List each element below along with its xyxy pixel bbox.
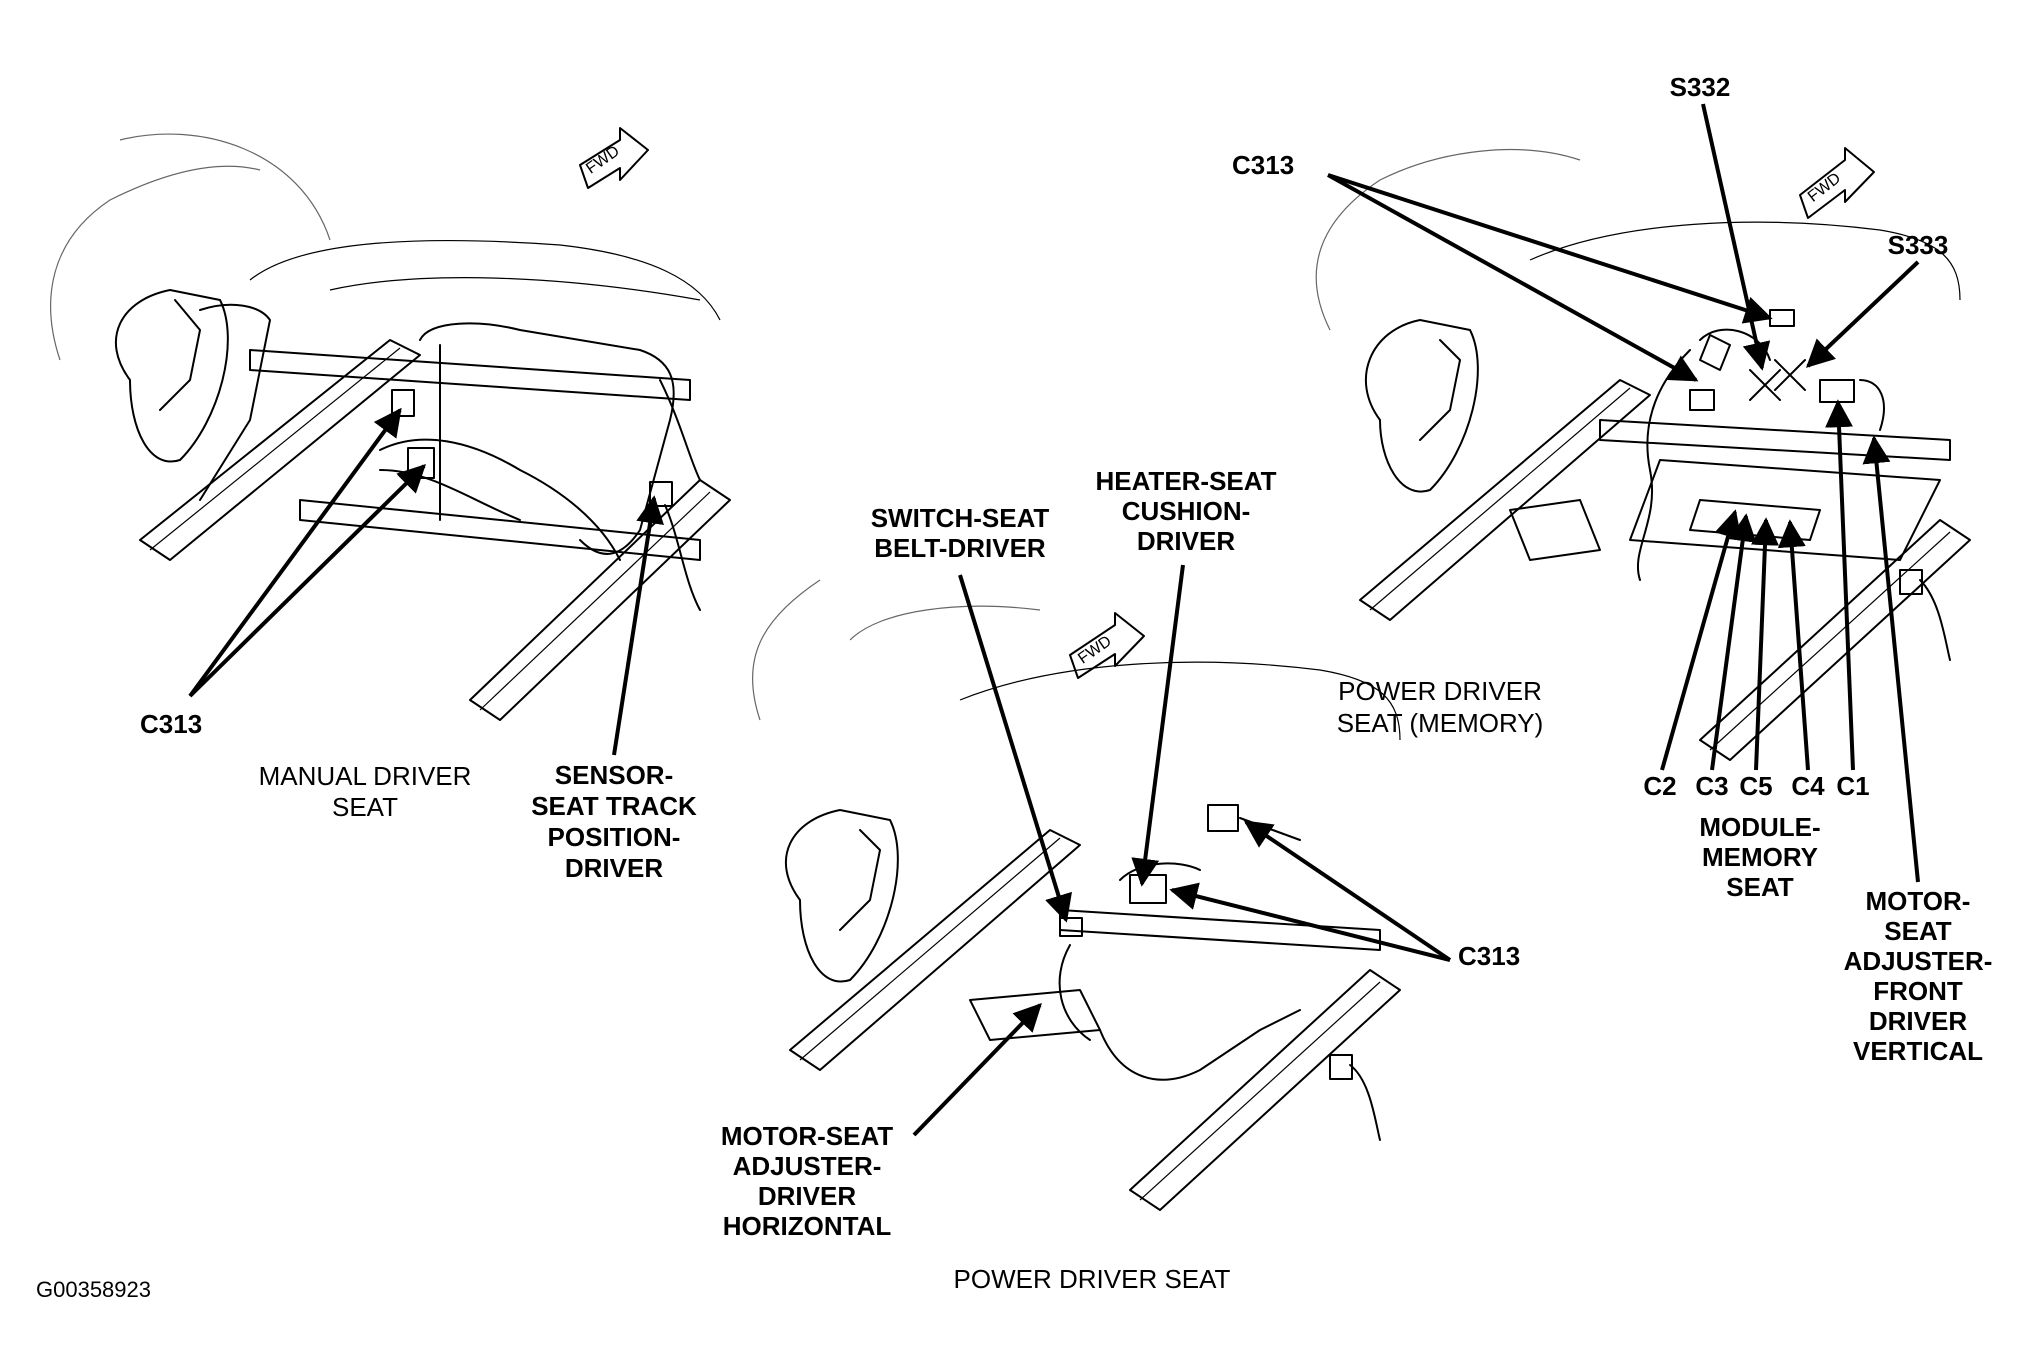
connector-c2-label: C2 bbox=[1643, 771, 1676, 801]
manual-seat-illustration: FWD bbox=[50, 127, 731, 721]
s333-label: S333 bbox=[1888, 230, 1949, 260]
motor-v-label-line3: ADJUSTER- bbox=[1844, 946, 1993, 976]
figure-id: G00358923 bbox=[36, 1277, 151, 1302]
motor-h-label-line2: ADJUSTER- bbox=[733, 1151, 882, 1181]
connector-c1-label: C1 bbox=[1836, 771, 1869, 801]
memory-caption-line2: SEAT (MEMORY) bbox=[1337, 708, 1544, 738]
fwd-label: FWD bbox=[583, 143, 623, 178]
manual-c313-label: C313 bbox=[140, 709, 202, 739]
motor-v-label-line5: DRIVER bbox=[1869, 1006, 1967, 1036]
memory-fwd-arrow: FWD bbox=[1799, 147, 1875, 219]
module-label-line2: MEMORY bbox=[1702, 842, 1818, 872]
motor-h-label-line3: DRIVER bbox=[758, 1181, 856, 1211]
power-fwd-arrow: FWD bbox=[1069, 612, 1145, 679]
sensor-label-line4: DRIVER bbox=[565, 853, 663, 883]
motor-v-label-line2: SEAT bbox=[1884, 916, 1952, 946]
power-caption: POWER DRIVER SEAT bbox=[954, 1264, 1231, 1294]
switch-label-line1: SWITCH-SEAT bbox=[871, 503, 1050, 533]
memory-seat-illustration: FWD bbox=[1315, 147, 1971, 761]
manual-caption-line1: MANUAL DRIVER bbox=[259, 761, 472, 791]
heater-label-line3: DRIVER bbox=[1137, 526, 1235, 556]
motor-h-label-line4: HORIZONTAL bbox=[723, 1211, 892, 1241]
power-c313-label: C313 bbox=[1458, 941, 1520, 971]
connector-c5-label: C5 bbox=[1739, 771, 1772, 801]
motor-v-label-line1: MOTOR- bbox=[1866, 886, 1971, 916]
leader-lines bbox=[188, 103, 1920, 1137]
sensor-label-line2: SEAT TRACK bbox=[531, 791, 697, 821]
motor-v-label-line4: FRONT bbox=[1873, 976, 1963, 1006]
sensor-label-line3: POSITION- bbox=[548, 822, 681, 852]
power-seat-illustration: FWD bbox=[752, 579, 1401, 1211]
motor-v-label-line6: VERTICAL bbox=[1853, 1036, 1983, 1066]
module-label-line1: MODULE- bbox=[1699, 812, 1820, 842]
manual-labels: C313 MANUAL DRIVER SEAT SENSOR- SEAT TRA… bbox=[140, 709, 697, 883]
heater-label-line2: CUSHION- bbox=[1122, 496, 1251, 526]
s332-label: S332 bbox=[1670, 72, 1731, 102]
sensor-label-line1: SENSOR- bbox=[555, 760, 673, 790]
module-label-line3: SEAT bbox=[1726, 872, 1794, 902]
connector-c4-label: C4 bbox=[1791, 771, 1825, 801]
power-labels: SWITCH-SEAT BELT-DRIVER HEATER-SEAT CUSH… bbox=[721, 466, 1520, 1294]
manual-caption-line2: SEAT bbox=[332, 792, 398, 822]
connector-c3-label: C3 bbox=[1695, 771, 1728, 801]
heater-label-line1: HEATER-SEAT bbox=[1095, 466, 1276, 496]
motor-h-label-line1: MOTOR-SEAT bbox=[721, 1121, 893, 1151]
memory-c313-label: C313 bbox=[1232, 150, 1294, 180]
memory-caption-line1: POWER DRIVER bbox=[1338, 676, 1542, 706]
memory-labels: C313 S332 S333 POWER DRIVER SEAT (MEMORY… bbox=[1232, 72, 1992, 1066]
switch-label-line2: BELT-DRIVER bbox=[874, 533, 1046, 563]
manual-fwd-arrow: FWD bbox=[579, 127, 649, 189]
